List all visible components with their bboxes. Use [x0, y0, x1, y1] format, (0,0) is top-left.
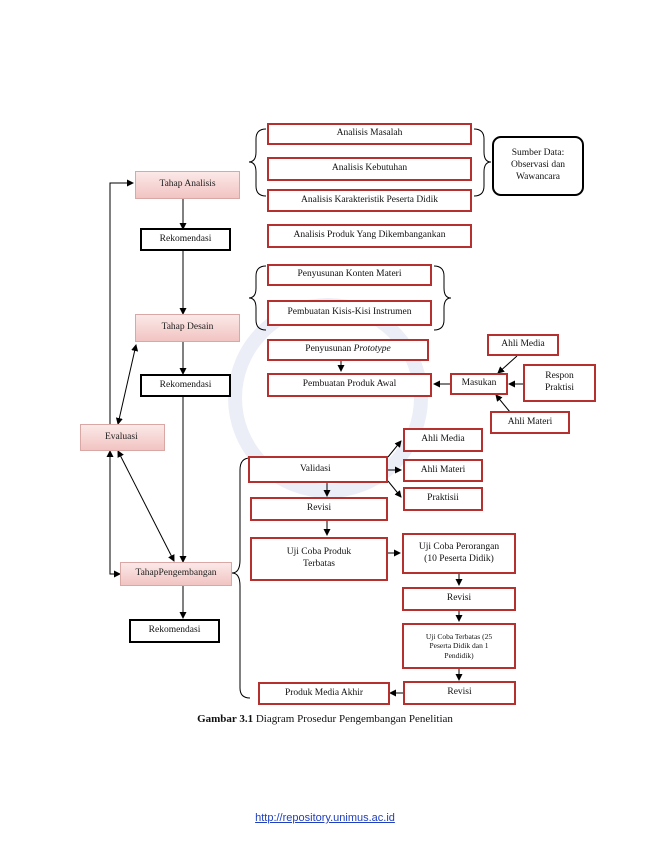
node-masukan: Masukan	[450, 373, 508, 395]
node-penyusunan-konten: Penyusunan Konten Materi	[267, 264, 432, 286]
brace-analisis-left	[248, 128, 267, 197]
node-rekomendasi-3: Rekomendasi	[129, 619, 220, 643]
node-produk-media-akhir: Produk Media Akhir	[258, 682, 390, 705]
node-validasi: Validasi	[248, 456, 388, 483]
brace-desain-left	[248, 265, 267, 331]
node-uji-coba-terbatas-25: Uji Coba Terbatas (25 Peserta Didik dan …	[402, 623, 516, 669]
node-evaluasi: Evaluasi	[80, 424, 165, 451]
node-tahap-analisis: Tahap Analisis	[135, 171, 240, 199]
node-uji-coba-terbatas: Uji Coba Produk Terbatas	[250, 537, 388, 581]
node-praktisi: Praktisii	[403, 487, 483, 511]
prototype-prefix: Penyusunan	[305, 344, 354, 355]
node-analisis-karakteristik: Analisis Karakteristik Peserta Didik	[267, 189, 472, 212]
node-analisis-kebutuhan: Analisis Kebutuhan	[267, 157, 472, 181]
node-revisi-2: Revisi	[402, 587, 516, 611]
node-pembuatan-produk-awal: Pembuatan Produk Awal	[267, 373, 432, 397]
node-uji-coba-perorangan: Uji Coba Perorangan (10 Peserta Didik)	[402, 533, 516, 574]
node-revisi-3: Revisi	[403, 681, 516, 705]
node-penyusunan-prototype: Penyusunan Prototype	[267, 339, 429, 361]
node-ahli-materi: Ahli Materi	[403, 459, 483, 482]
node-analisis-masalah: Analisis Masalah	[267, 123, 472, 145]
node-ahli-materi-top: Ahli Materi	[490, 411, 570, 434]
node-sumber-data: Sumber Data: Observasi dan Wawancara	[492, 136, 584, 196]
node-rekomendasi-2: Rekomendasi	[140, 374, 231, 397]
brace-analisis-right	[473, 128, 492, 197]
caption-label: Gambar 3.1	[197, 713, 254, 725]
node-tahap-pengembangan: TahapPengembangan	[120, 562, 232, 586]
node-revisi-1: Revisi	[250, 497, 388, 521]
node-ahli-media: Ahli Media	[403, 428, 483, 452]
node-analisis-produk: Analisis Produk Yang Dikembangankan	[267, 224, 472, 248]
repository-link[interactable]: http://repository.unimus.ac.id	[255, 812, 395, 824]
figure-caption: Gambar 3.1 Diagram Prosedur Pengembangan…	[0, 713, 650, 725]
brace-pengembangan	[231, 457, 251, 699]
footer: http://repository.unimus.ac.id	[0, 812, 650, 824]
node-tahap-desain: Tahap Desain	[135, 314, 240, 342]
node-ahli-media-top: Ahli Media	[487, 334, 559, 356]
prototype-italic: Prototype	[353, 344, 391, 355]
node-pembuatan-kisi: Pembuatan Kisis-Kisi Instrumen	[267, 300, 432, 326]
node-rekomendasi-1: Rekomendasi	[140, 228, 231, 251]
node-respon-praktisi: Respon Praktisi	[523, 364, 596, 402]
brace-desain-right	[433, 265, 452, 331]
caption-text: Diagram Prosedur Pengembangan Penelitian	[253, 713, 453, 725]
